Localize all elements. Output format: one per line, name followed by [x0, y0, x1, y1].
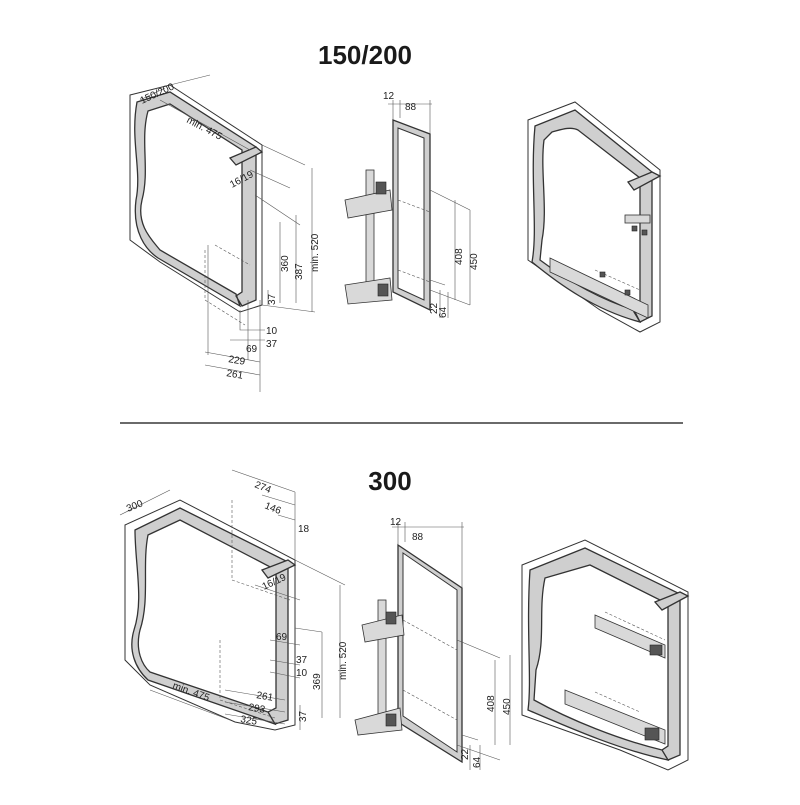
- dim-450-bottom: 450: [502, 698, 513, 715]
- dim-146: 146: [263, 501, 283, 518]
- dim-22: 22: [429, 302, 440, 314]
- dim-12-bottom: 12: [390, 517, 402, 528]
- dim-88: 88: [405, 102, 417, 113]
- dim-360: 360: [280, 255, 291, 272]
- top-cabinet-outline: [129, 84, 263, 313]
- dim-37-bottom-a: 37: [296, 655, 308, 666]
- dim-88-bottom: 88: [412, 532, 424, 543]
- bottom-cabinet-installed-view: [521, 539, 690, 771]
- dim-37-lower: 37: [266, 339, 278, 350]
- top-cabinet-installed-view: [527, 101, 662, 333]
- dim-408: 408: [454, 248, 465, 265]
- top-cabinet-view: 150/200 min. 475 16/19 360 387 min. 520 …: [129, 74, 321, 392]
- bottom-side-panel-view: 12 88 408 450 22 64: [354, 517, 513, 770]
- dim-369: 369: [312, 673, 323, 690]
- dim-450: 450: [469, 253, 480, 270]
- dim-64: 64: [438, 306, 449, 318]
- top-upper-bracket: [344, 189, 393, 219]
- dim-10: 10: [266, 326, 278, 337]
- dim-min-520: min. 520: [310, 233, 321, 272]
- top-side-panel-view: 12 88 408 450 22 64: [344, 91, 480, 318]
- dim-261-bottom: 261: [255, 690, 274, 704]
- dim-18: 18: [298, 524, 310, 535]
- section-title-150-200: 150/200: [318, 40, 412, 70]
- top-cabinet-wall: [134, 91, 257, 308]
- dim-37-upper: 37: [267, 293, 278, 305]
- dim-69-bottom: 69: [276, 632, 288, 643]
- dim-293: 293: [247, 702, 266, 716]
- dim-229: 229: [227, 354, 246, 368]
- dim-37-bottom-b: 37: [298, 710, 309, 722]
- dim-10-bottom: 10: [296, 668, 308, 679]
- dim-325: 325: [239, 714, 258, 728]
- dim-261: 261: [225, 368, 244, 382]
- dim-69: 69: [246, 344, 258, 355]
- dim-408-bottom: 408: [486, 695, 497, 712]
- bottom-cabinet-view: 300 274 146 18 16/19 69 37 10 369 min. 5…: [119, 469, 349, 731]
- top-cabinet-top-edge: [228, 146, 264, 166]
- section-title-300: 300: [368, 466, 412, 496]
- dim-min-520-bottom: min. 520: [338, 641, 349, 680]
- dim-387: 387: [294, 263, 305, 280]
- dim-300: 300: [125, 498, 145, 515]
- dim-12: 12: [383, 91, 395, 102]
- dim-22-bottom: 22: [460, 748, 471, 760]
- dim-min-475-bottom: min. 475: [171, 680, 211, 704]
- dim-274: 274: [253, 480, 273, 497]
- dim-64-bottom: 64: [472, 756, 483, 768]
